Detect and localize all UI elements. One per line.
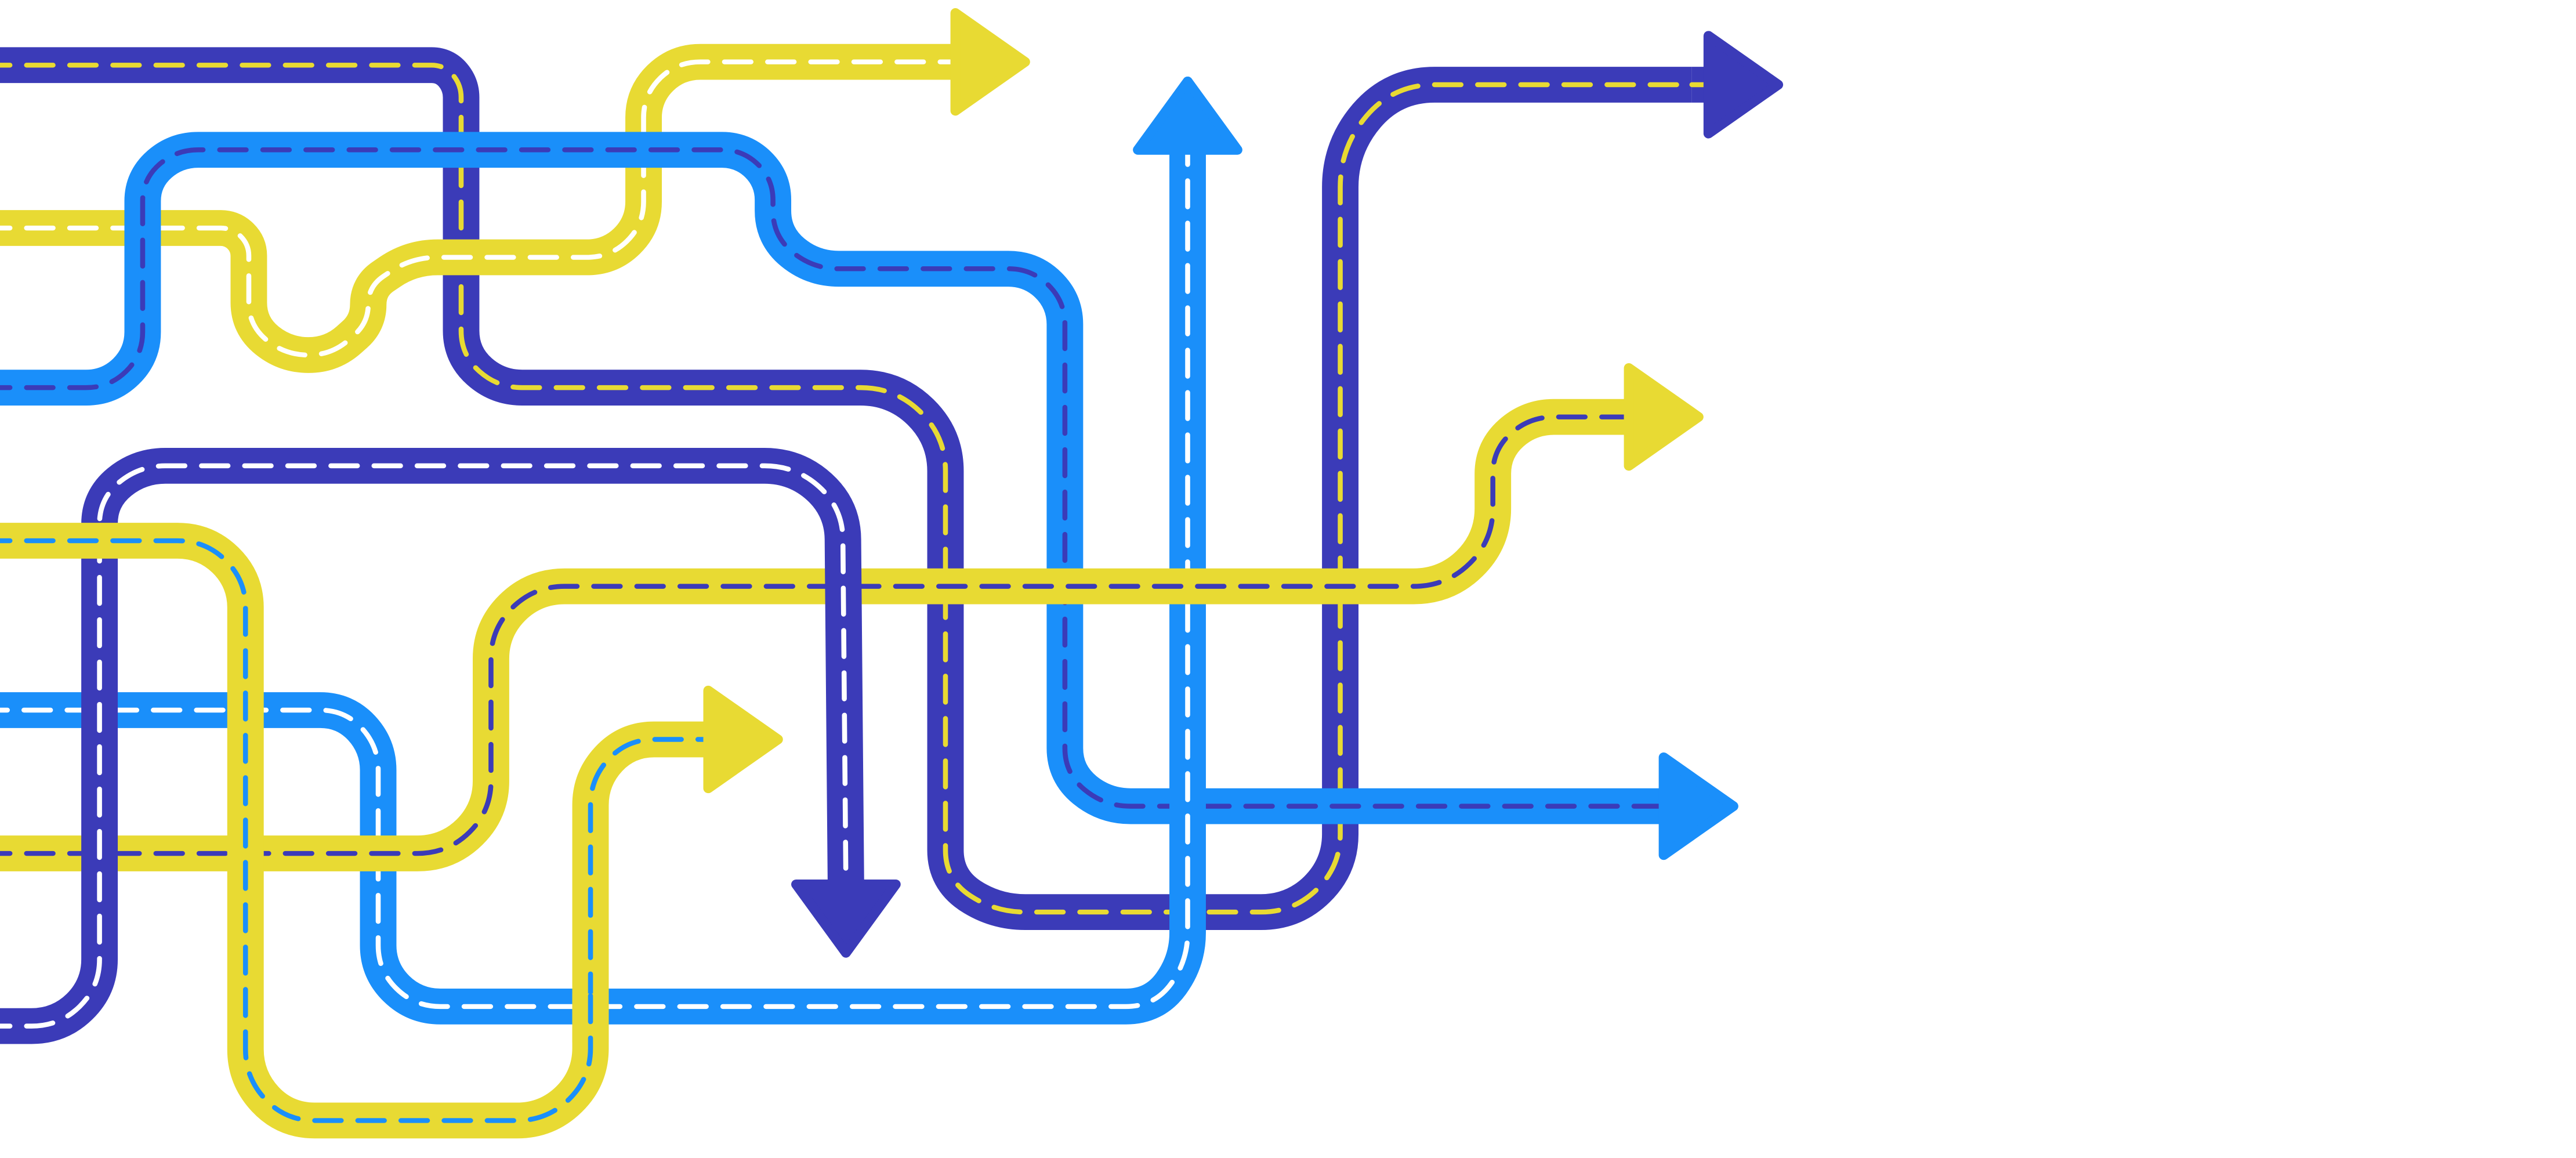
sky-vertical-up-arrow-dashes — [0, 136, 1190, 1009]
sky-upper-road-dashes — [0, 147, 1670, 809]
yellow-bottom-loop — [0, 523, 609, 1139]
navy-down-arrow — [0, 448, 901, 1044]
navy-down-arrow-dashes — [0, 463, 849, 1029]
arrowhead-icon — [703, 685, 783, 794]
arrowhead-icon — [791, 879, 901, 958]
arrowhead-icon — [1624, 363, 1704, 471]
arrowhead-icon — [1133, 76, 1242, 155]
roads-layer — [0, 8, 1784, 1139]
arrowhead-icon — [950, 8, 1030, 116]
yellow-small-right-arrow-band — [572, 721, 717, 1043]
yellow-small-right-arrow — [572, 685, 783, 1045]
arrowhead-icon — [1658, 752, 1738, 860]
yellow-long-right-arrow-dashes — [0, 414, 1637, 856]
navy-top-road-dashes — [0, 63, 1695, 915]
yellow-top-arrow — [0, 8, 1030, 373]
navy-top-road — [0, 47, 1695, 930]
sky-vertical-up-arrow — [0, 76, 1242, 1025]
yellow-long-right-arrow — [0, 363, 1704, 871]
sky-upper-road — [0, 132, 1738, 860]
yellow-top-arrow-dashes — [0, 59, 973, 358]
navy-right-up-arrow — [1689, 31, 1784, 139]
yellow-bottom-loop-dashes — [0, 538, 593, 1123]
arrowhead-icon — [1703, 31, 1784, 139]
